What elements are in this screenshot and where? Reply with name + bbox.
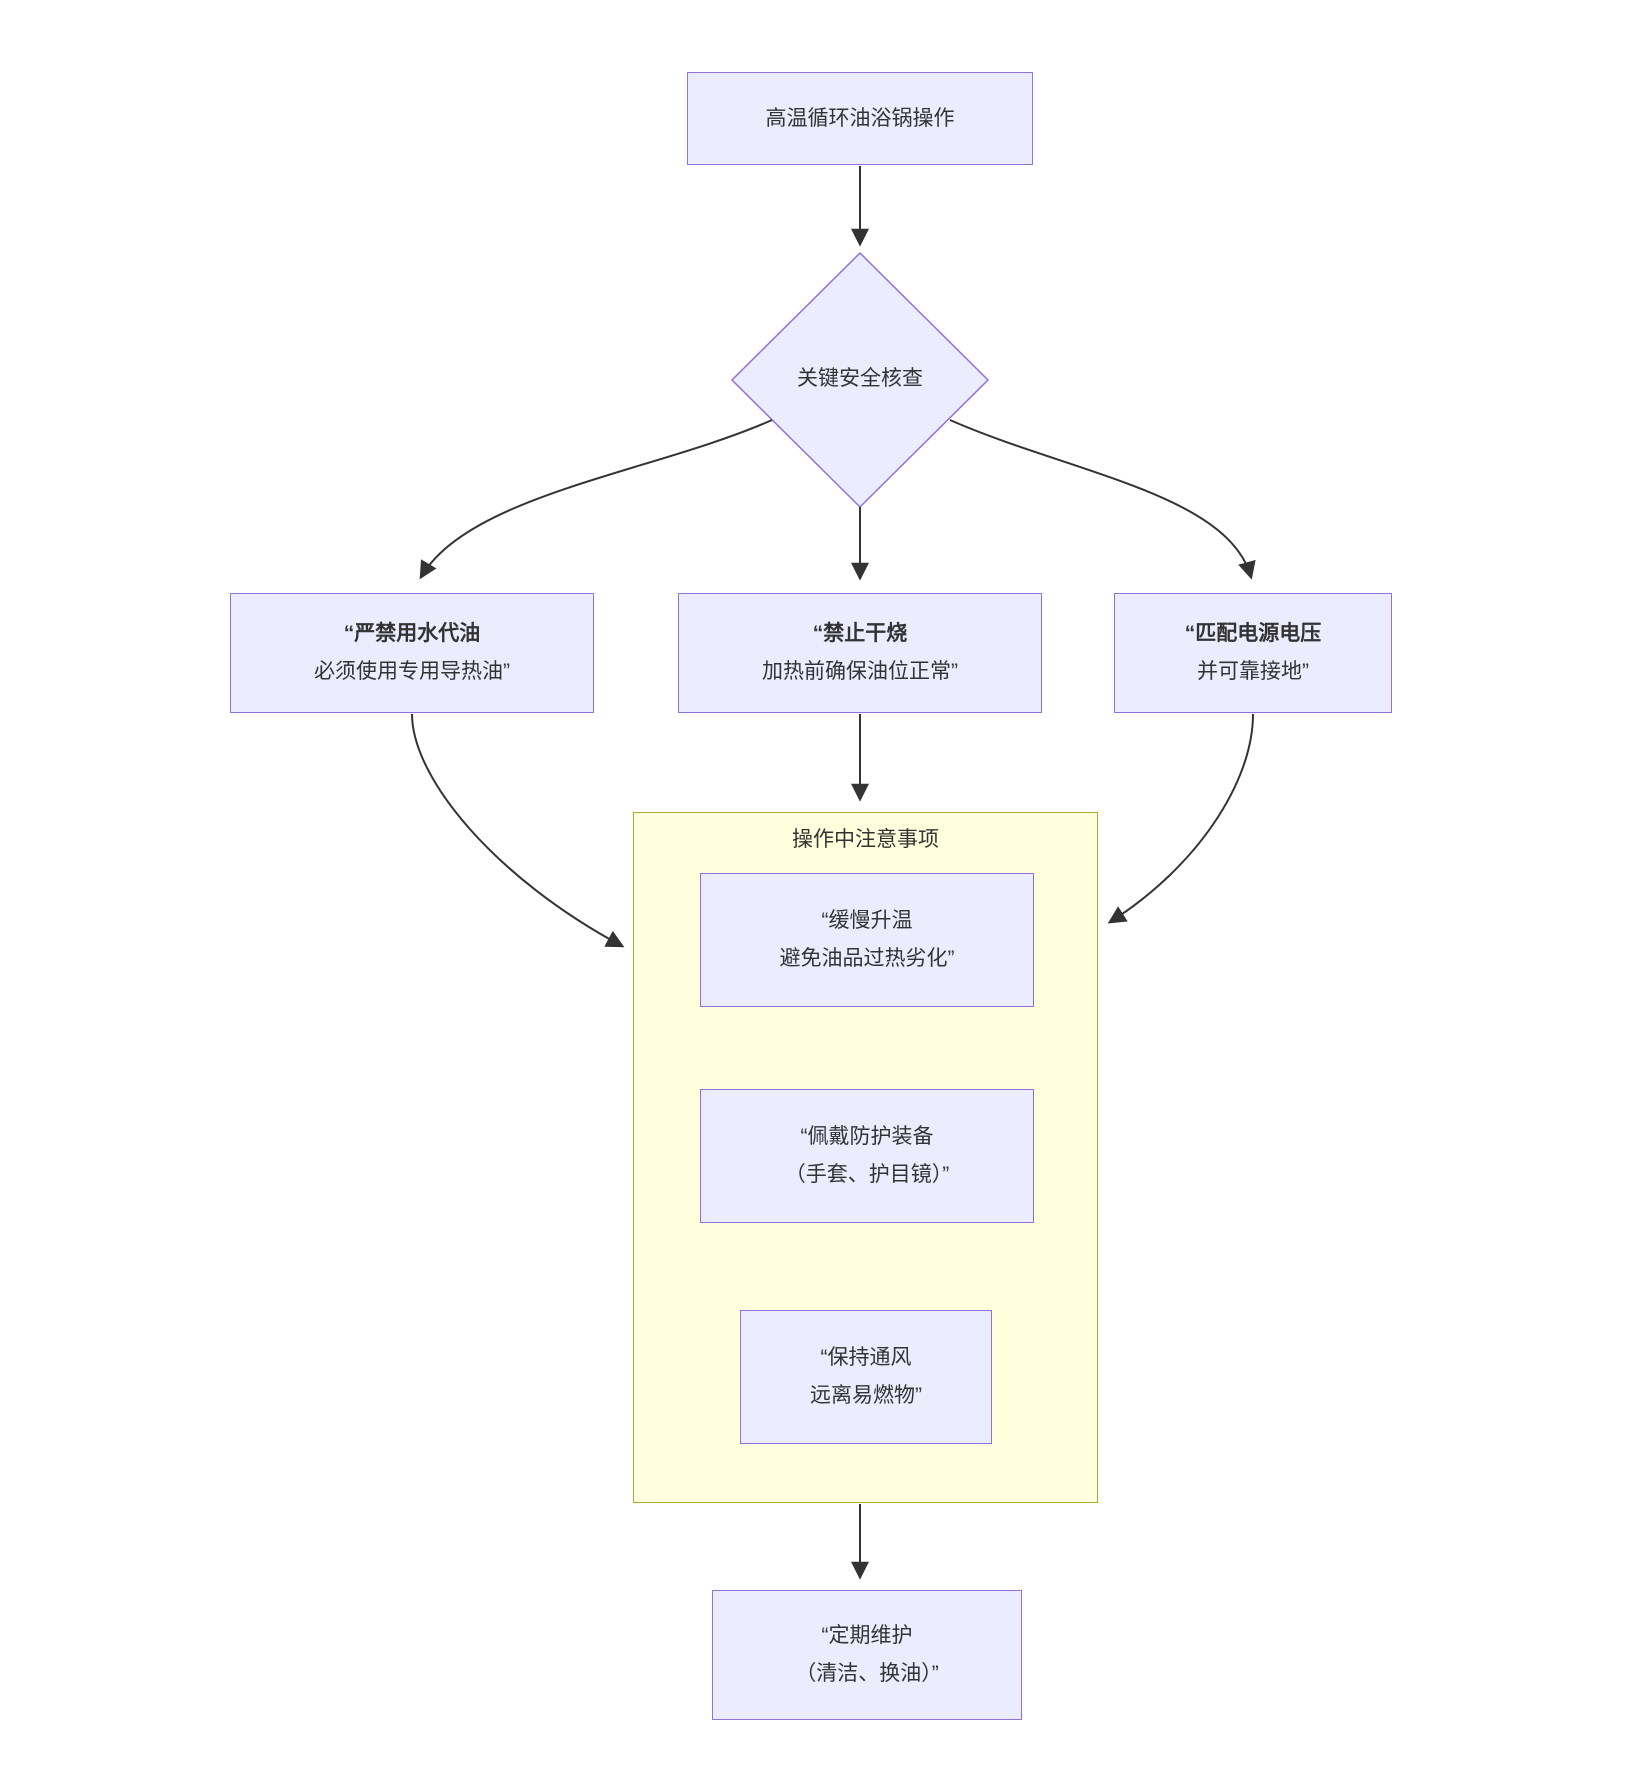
node-rule-power-line2: 并可靠接地” xyxy=(1197,660,1309,683)
node-rule-water-line1: “严禁用水代油 xyxy=(343,622,481,645)
node-start-label: 高温循环油浴锅操作 xyxy=(765,106,955,130)
node-rule-power: “匹配电源电压 并可靠接地” xyxy=(1114,593,1392,713)
node-rule-dry: “禁止干烧 加热前确保油位正常” xyxy=(678,593,1042,713)
node-rule-water-line2: 必须使用专用导热油” xyxy=(314,660,510,683)
node-start: 高温循环油浴锅操作 xyxy=(687,72,1033,165)
node-rule-power-line1: “匹配电源电压 xyxy=(1184,622,1322,645)
node-op-ppe-line1: “佩戴防护装备 xyxy=(800,1125,934,1148)
node-rule-dry-line1: “禁止干烧 xyxy=(812,622,908,645)
node-decision-label: 关键安全核查 xyxy=(797,367,923,390)
node-op-heatup-line1: “缓慢升温 xyxy=(821,909,913,932)
node-op-ppe-line2: （手套、护目镜）” xyxy=(784,1163,950,1186)
edge-decision-to-rule-water xyxy=(419,419,773,580)
node-op-vent: “保持通风 远离易燃物” xyxy=(740,1310,992,1444)
node-decision: 关键安全核查 xyxy=(732,360,988,398)
node-op-vent-line1: “保持通风 xyxy=(820,1346,912,1369)
node-rule-dry-line2: 加热前确保油位正常” xyxy=(762,660,958,683)
node-op-heatup-line2: 避免油品过热劣化” xyxy=(779,947,955,970)
subgraph-title: 操作中注意事项 xyxy=(792,828,939,851)
node-op-heatup: “缓慢升温 避免油品过热劣化” xyxy=(700,873,1034,1007)
edge-rule-power-to-subgraph xyxy=(1107,713,1254,924)
node-maintenance-line2: （清洁、换油）” xyxy=(795,1662,939,1685)
node-op-vent-line2: 远离易燃物” xyxy=(810,1384,922,1407)
edge-decision-to-rule-power xyxy=(949,419,1256,580)
edge-rule-water-to-subgraph xyxy=(411,713,625,948)
node-op-ppe: “佩戴防护装备 （手套、护目镜）” xyxy=(700,1089,1034,1223)
node-maintenance-line1: “定期维护 xyxy=(821,1624,913,1647)
node-maintenance: “定期维护 （清洁、换油）” xyxy=(712,1590,1022,1720)
node-rule-water: “严禁用水代油 必须使用专用导热油” xyxy=(230,593,594,713)
